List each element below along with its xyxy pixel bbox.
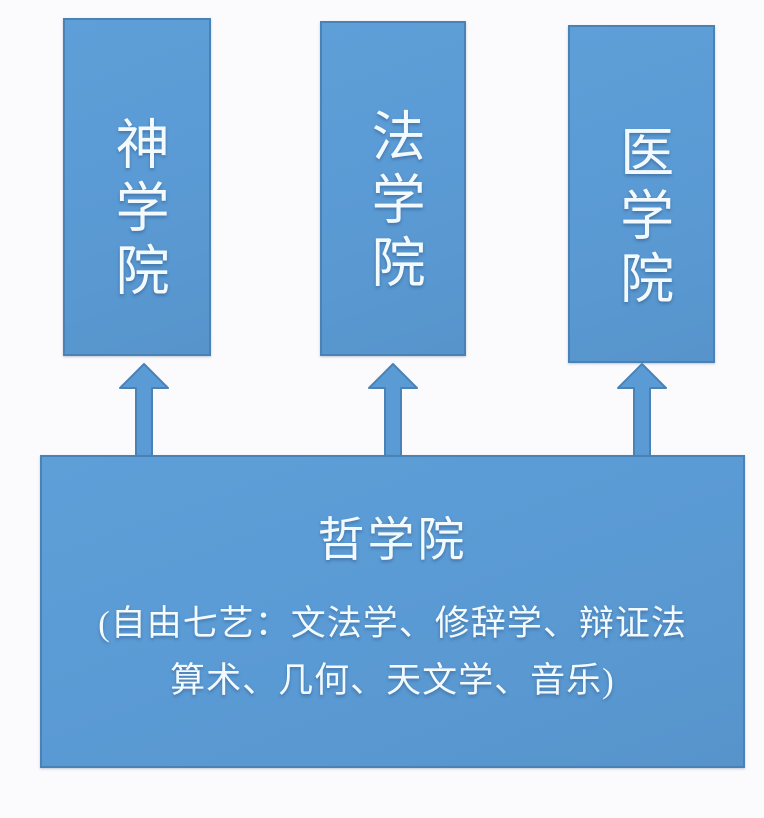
subtitle-line-2: 算术、几何、天文学、音乐) bbox=[170, 660, 615, 700]
node-philosophy-title: 哲学院 bbox=[317, 515, 468, 567]
arrow-up-to-theology bbox=[119, 363, 169, 457]
node-theology[interactable]: 神学院 bbox=[63, 18, 211, 356]
arrow-up-to-law bbox=[368, 363, 418, 457]
node-philosophy-subtitle: (自由七艺：文法学、修辞学、辩证法 算术、几何、天文学、音乐) bbox=[98, 596, 687, 709]
node-medicine[interactable]: 医学院 bbox=[568, 25, 715, 363]
node-law-label: 法学院 bbox=[363, 108, 424, 297]
node-philosophy[interactable]: 哲学院 (自由七艺：文法学、修辞学、辩证法 算术、几何、天文学、音乐) bbox=[40, 455, 745, 768]
subtitle-line-1: (自由七艺：文法学、修辞学、辩证法 bbox=[98, 604, 687, 643]
node-theology-label: 神学院 bbox=[107, 115, 168, 305]
node-law[interactable]: 法学院 bbox=[320, 21, 466, 356]
node-medicine-label: 医学院 bbox=[611, 123, 672, 313]
arrow-up-to-medicine bbox=[617, 363, 667, 457]
